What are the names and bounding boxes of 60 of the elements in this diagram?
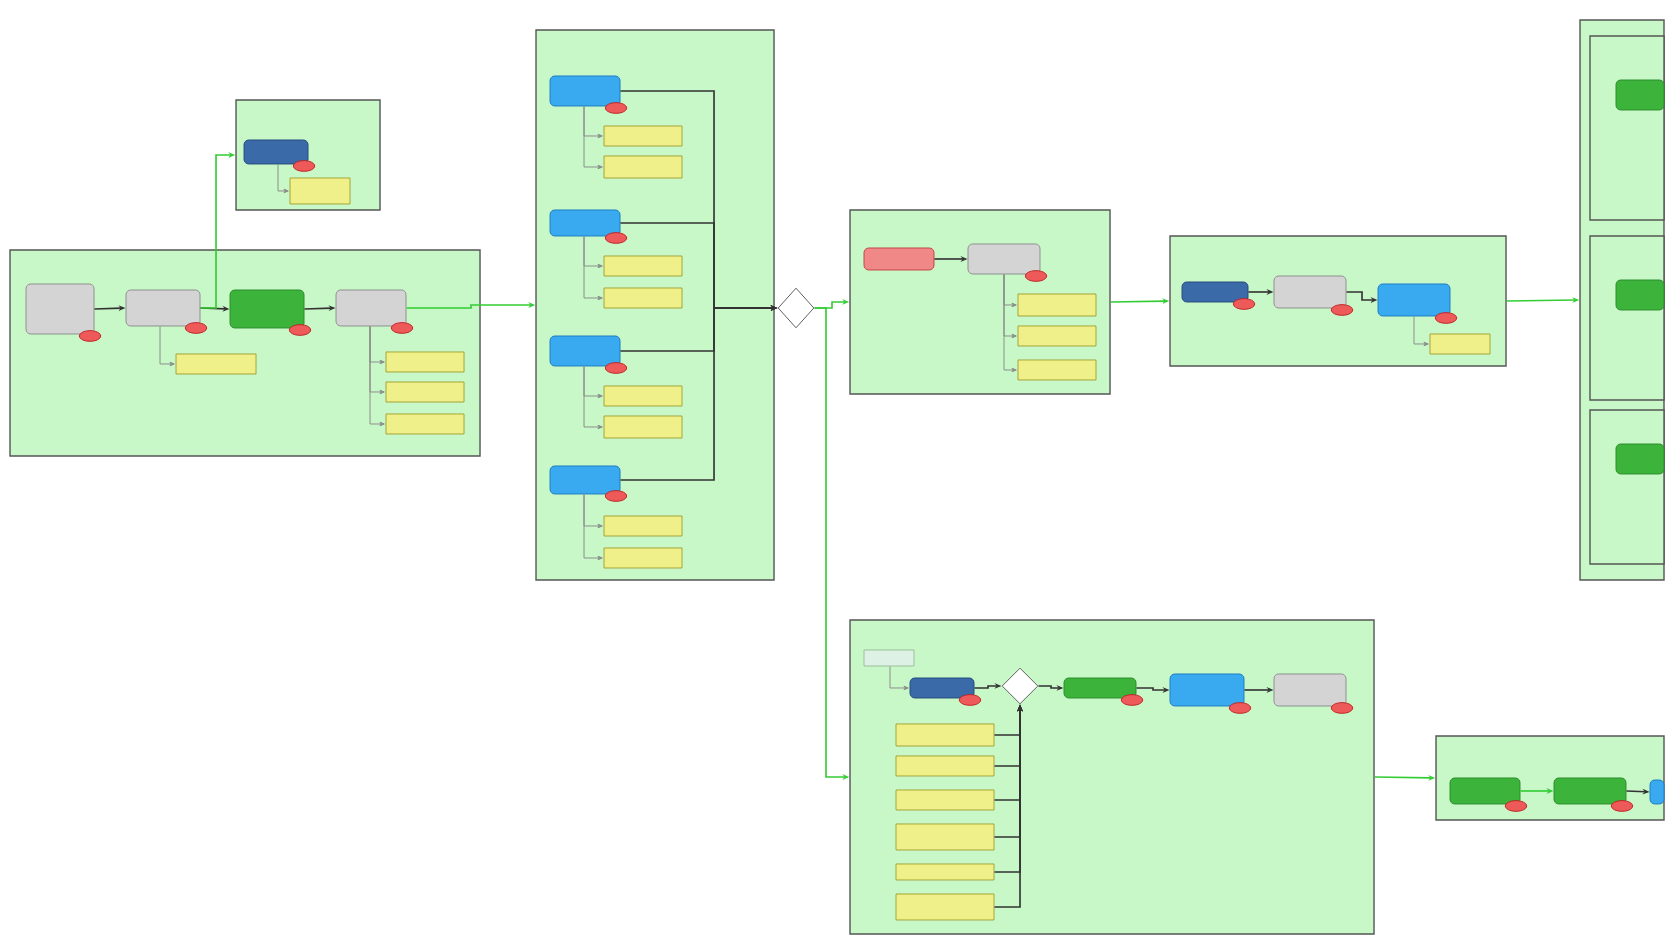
process-box — [549, 465, 621, 495]
note-box — [1017, 359, 1097, 381]
process-box — [1169, 673, 1245, 707]
note-box — [895, 723, 995, 747]
note-box — [603, 385, 683, 407]
process-box — [1615, 279, 1665, 311]
leader-line — [583, 365, 603, 430]
note-box — [385, 381, 465, 403]
process-box — [1449, 777, 1521, 805]
process-box — [967, 243, 1041, 275]
note-box — [603, 515, 683, 537]
process-box — [243, 139, 309, 165]
note-box — [603, 547, 683, 569]
decision-diamond — [1001, 667, 1039, 705]
note-box — [385, 351, 465, 373]
process-box — [1615, 79, 1665, 111]
process-box — [1273, 673, 1347, 707]
leader-line — [1003, 274, 1017, 373]
note-box — [603, 125, 683, 147]
note-box — [603, 255, 683, 277]
process-box — [1377, 283, 1451, 317]
leader-line — [583, 106, 603, 170]
note-box — [895, 755, 995, 777]
note-box — [895, 823, 995, 851]
note-box — [603, 415, 683, 439]
note-box — [603, 287, 683, 309]
note-box — [385, 413, 465, 435]
note-box — [1429, 333, 1491, 355]
note-box — [289, 177, 351, 205]
process-box — [1063, 677, 1137, 699]
leader-line — [159, 325, 175, 367]
process-box — [25, 283, 95, 335]
leader-line — [889, 666, 909, 691]
leader-line — [1413, 316, 1429, 347]
process-box — [335, 289, 407, 327]
process-box — [1649, 779, 1665, 805]
process-box — [1181, 281, 1249, 303]
leader-line — [277, 164, 289, 194]
process-box — [1615, 443, 1665, 475]
process-box — [1553, 777, 1627, 805]
start-box — [863, 247, 935, 271]
process-box — [549, 75, 621, 107]
process-box — [1273, 275, 1347, 309]
process-box — [549, 335, 621, 367]
leader-line — [583, 493, 603, 561]
leader-line — [583, 236, 603, 301]
process-box — [909, 677, 975, 699]
process-box — [125, 289, 201, 327]
decision-diamond — [777, 287, 815, 329]
note-box — [895, 789, 995, 811]
note-box — [603, 155, 683, 179]
note-box — [895, 863, 995, 881]
process-box — [549, 209, 621, 237]
note-box — [863, 649, 915, 667]
note-box — [1017, 293, 1097, 317]
note-box — [1017, 325, 1097, 347]
process-box — [229, 289, 305, 329]
note-box — [175, 353, 257, 375]
leader-line — [369, 325, 385, 427]
note-box — [895, 893, 995, 921]
